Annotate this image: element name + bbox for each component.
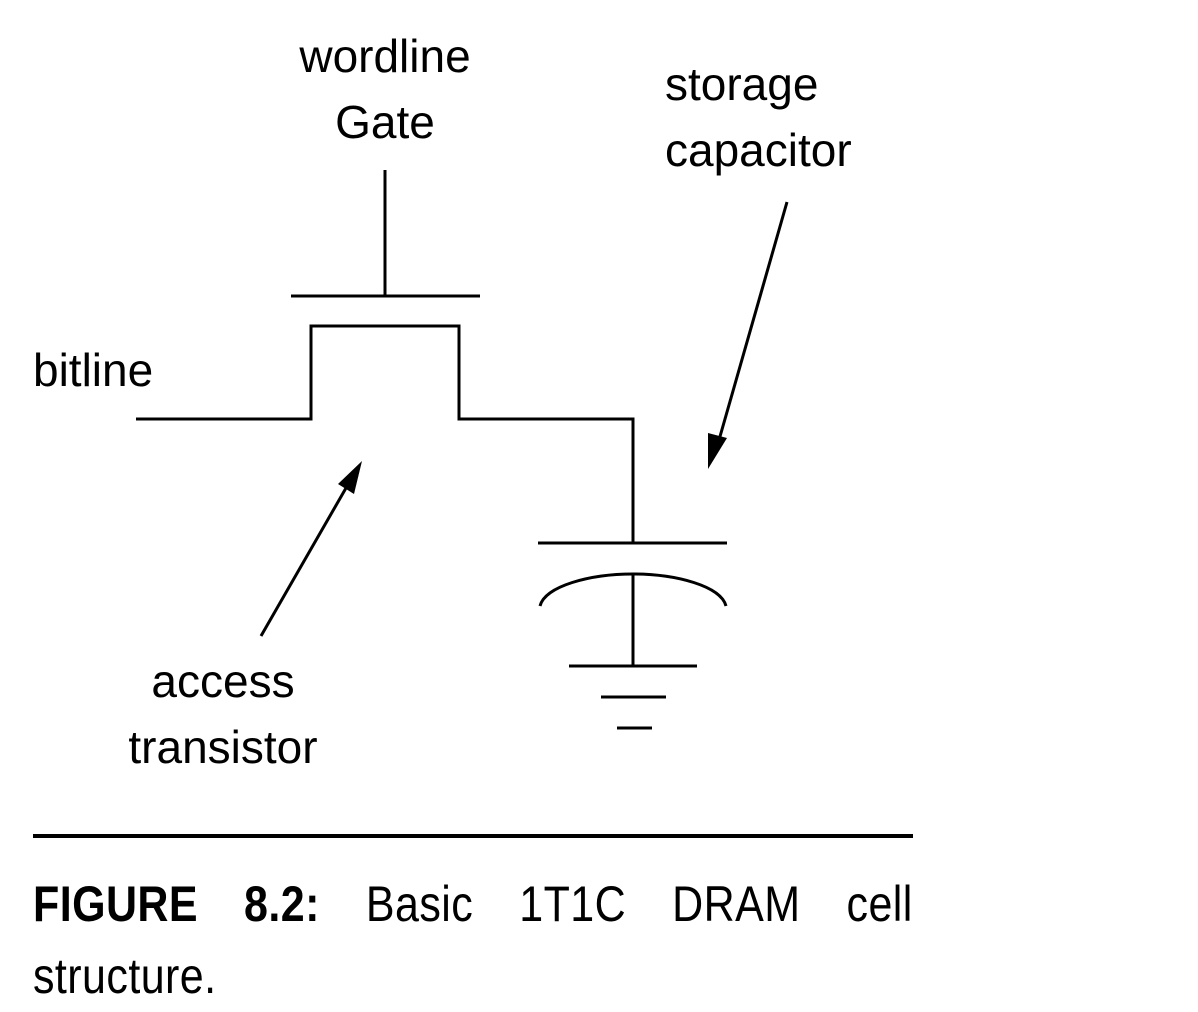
storage-label: storage xyxy=(665,58,818,110)
capacitor-arrowhead xyxy=(708,433,727,469)
transistor-arrowhead xyxy=(338,461,362,494)
figure-caption: FIGURE 8.2: Basic 1T1C DRAM cell structu… xyxy=(33,868,913,1012)
transistor-label: transistor xyxy=(128,721,317,773)
bitline-wire-and-channel xyxy=(136,324,635,543)
capacitor-arrow-shaft xyxy=(717,201,789,441)
figure-number: FIGURE 8.2: xyxy=(33,876,320,932)
bitline-label: bitline xyxy=(33,344,153,396)
transistor-arrow-shaft xyxy=(259,487,348,637)
capacitor-label: capacitor xyxy=(665,124,852,176)
figure-caption-text: Basic 1T1C DRAM cell structure. xyxy=(33,876,913,1004)
gate-label: Gate xyxy=(335,96,435,148)
access-label: access xyxy=(151,655,294,707)
wordline-label: wordline xyxy=(298,30,470,82)
caption-divider xyxy=(33,834,913,838)
